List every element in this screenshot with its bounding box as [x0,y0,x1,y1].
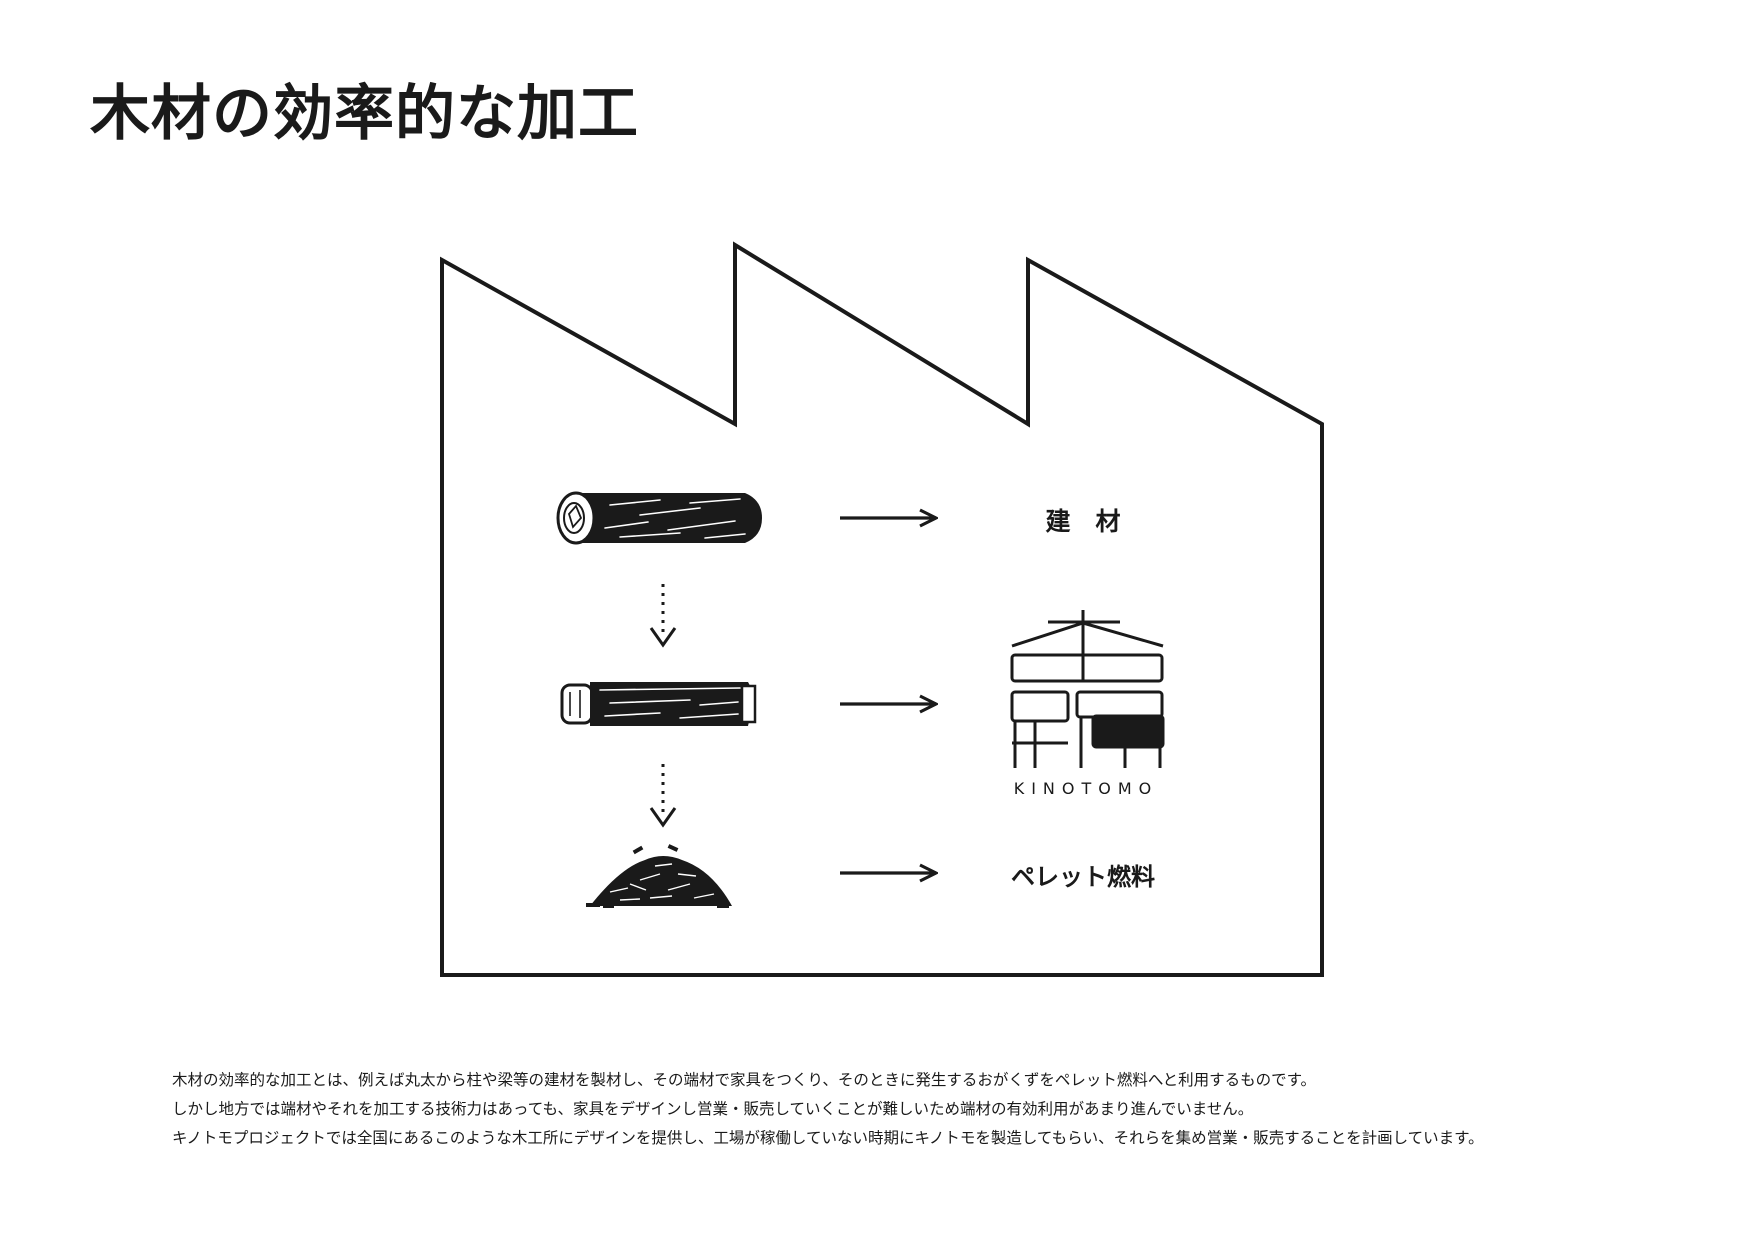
log-icon [556,491,762,545]
kinotomo-logo [1010,610,1165,768]
page-title: 木材の効率的な加工 [90,79,639,149]
kinotomo-wordmark: KINOTOMO [1014,779,1159,798]
description-line: キノトモプロジェクトでは全国にあるこのような木工所にデザインを提供し、工場が稼働… [172,1129,1484,1147]
pellet-pile-icon [586,844,732,908]
pellet-fuel-label: ペレット燃料 [1011,863,1155,891]
dotted-arrow-down-1 [649,584,677,648]
factory-outline [440,241,1324,977]
dotted-arrow-down-2 [649,764,677,828]
description: 木材の効率的な加工とは、例えば丸太から柱や梁等の建材を製材し、その端材で家具をつ… [172,1066,1692,1153]
sawn-timber-icon [560,682,757,726]
building-material-label: 建 材 [1045,507,1120,536]
description-line: 木材の効率的な加工とは、例えば丸太から柱や梁等の建材を製材し、その端材で家具をつ… [172,1071,1317,1089]
description-line: しかし地方では端材やそれを加工する技術力はあっても、家具をデザインし営業・販売し… [172,1100,1254,1118]
